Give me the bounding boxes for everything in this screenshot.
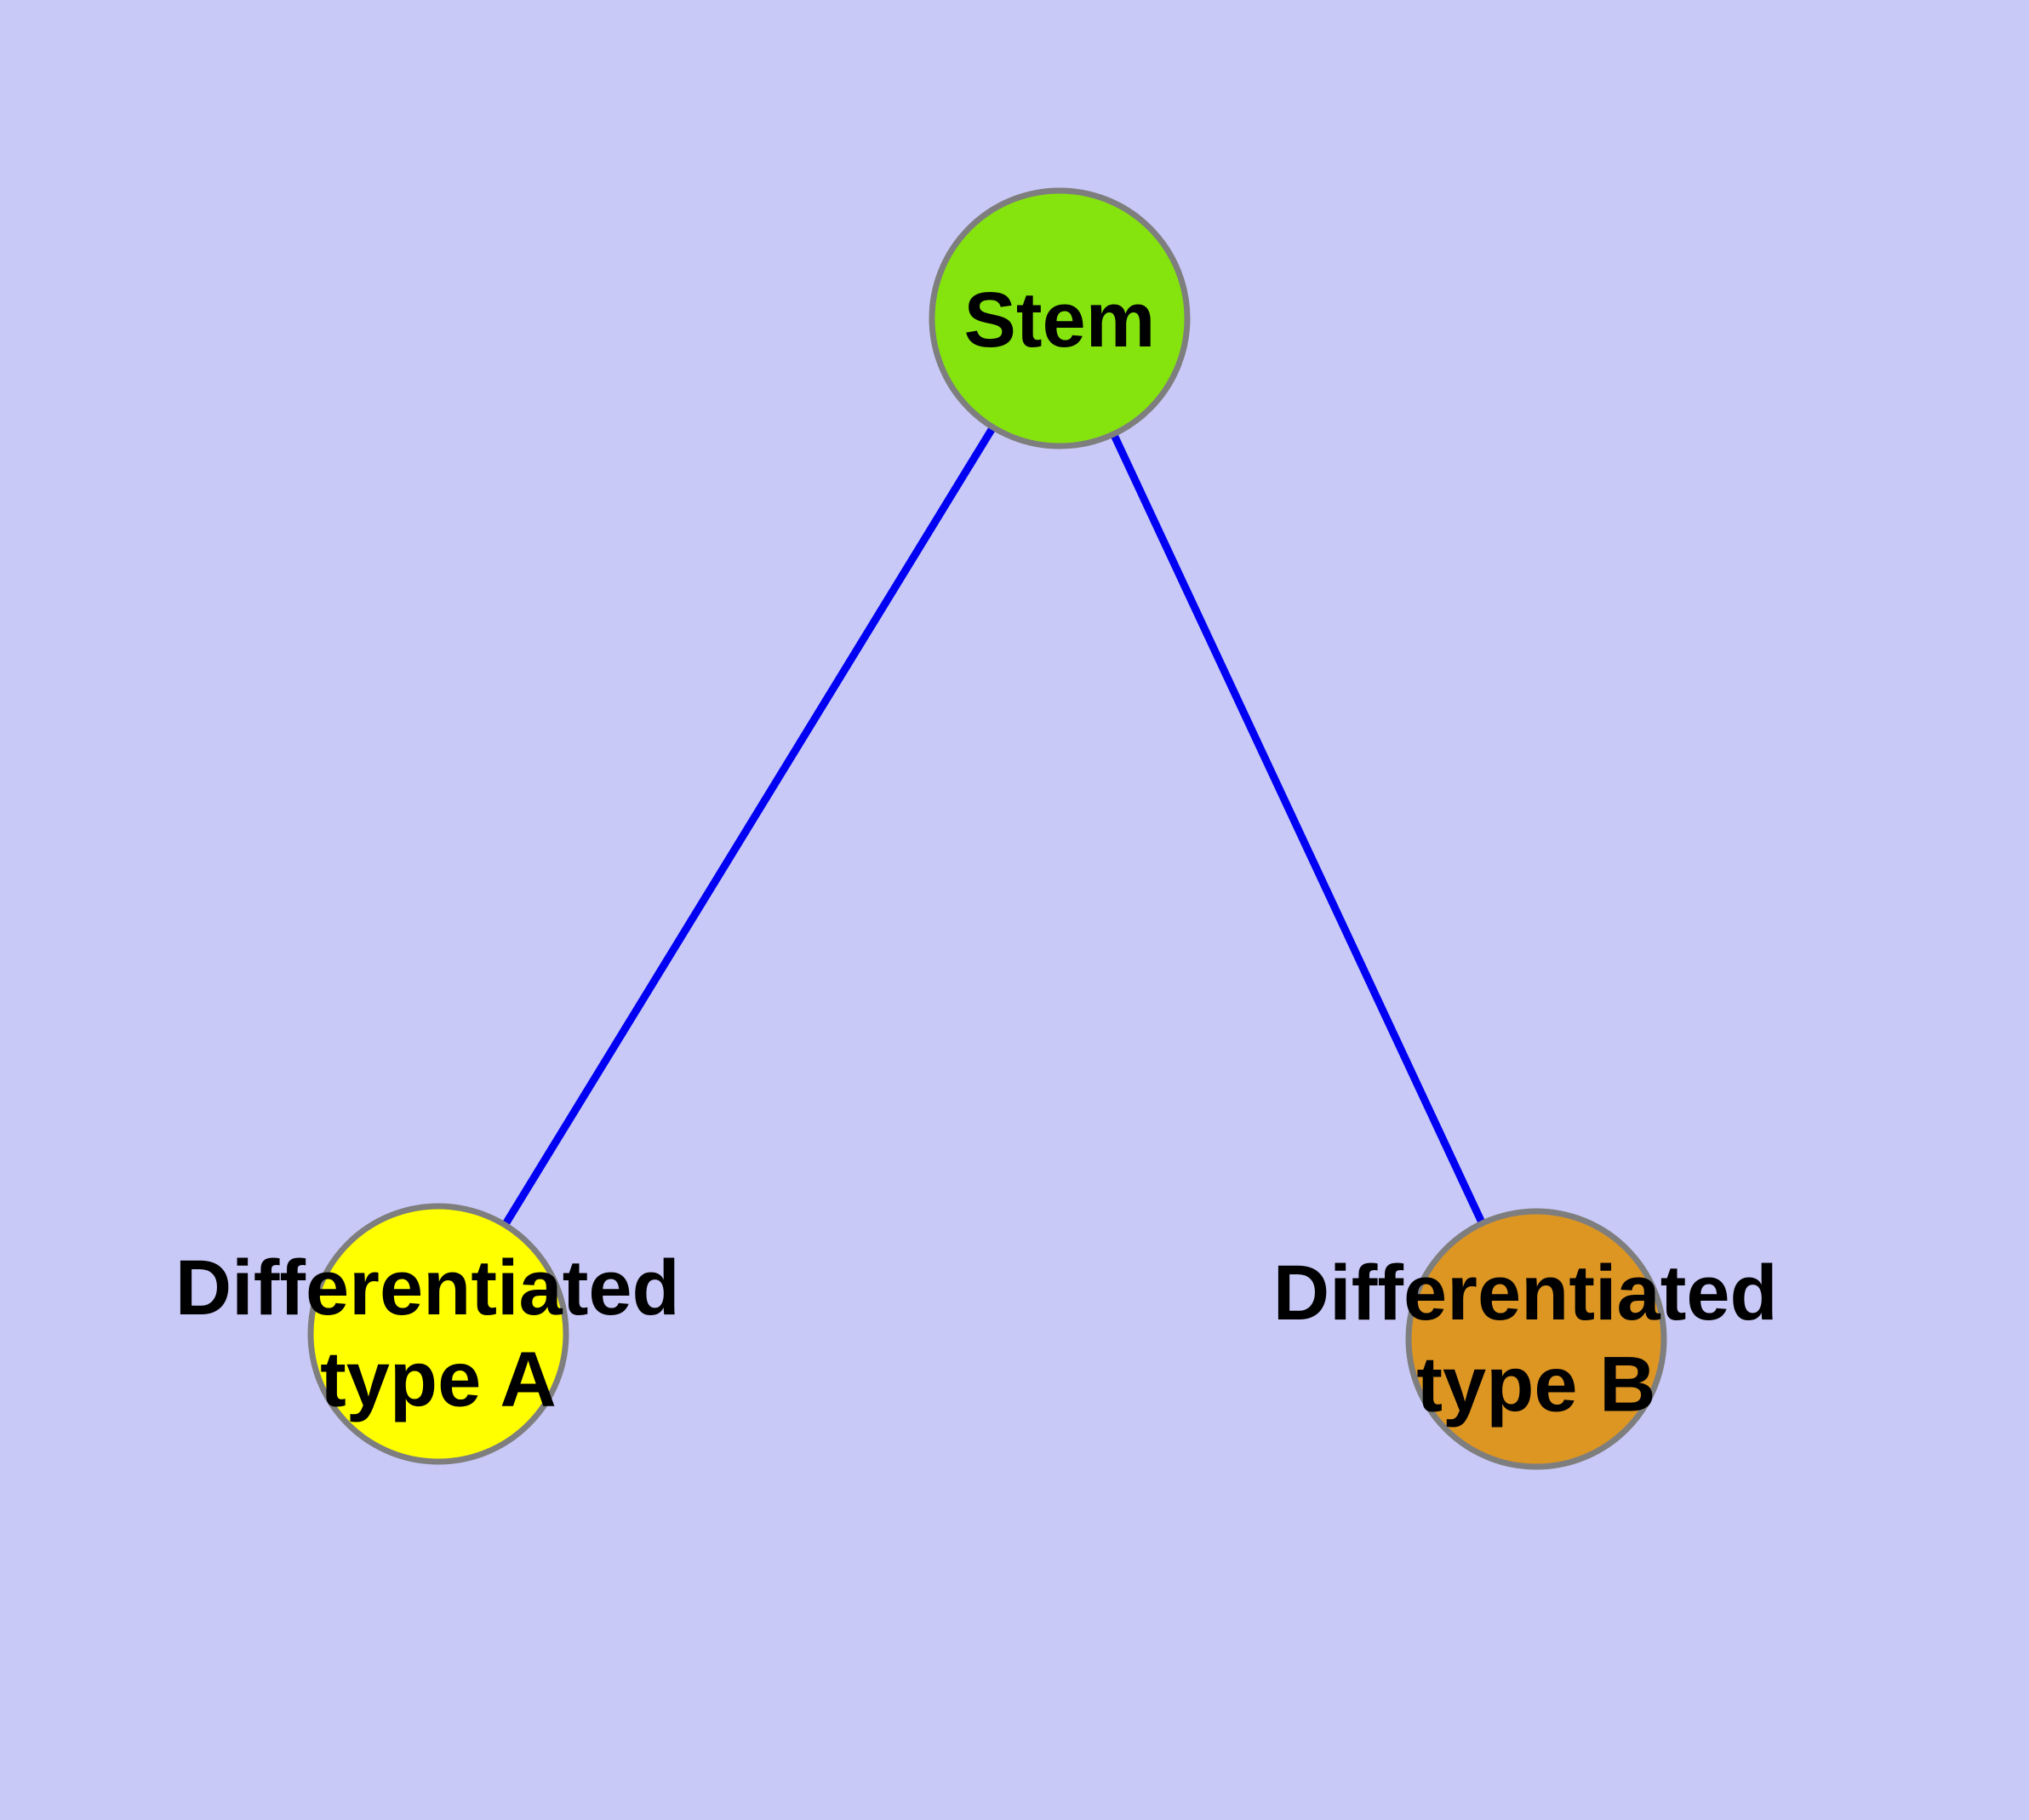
node-differentiated-type-b-label-line2: type B xyxy=(1416,1342,1655,1428)
node-differentiated-type-a[interactable] xyxy=(307,1203,569,1465)
node-stem[interactable] xyxy=(929,187,1191,449)
node-differentiated-type-a-label-line1: Differentiated xyxy=(175,1245,680,1331)
node-differentiated-type-b[interactable] xyxy=(1405,1208,1667,1470)
edge-stem-to-type-b xyxy=(1055,317,1540,1341)
node-differentiated-type-a-label: Differentiated type A xyxy=(175,1245,702,1423)
node-stem-label-line1: Stem xyxy=(964,277,1156,363)
node-differentiated-type-a-label-line2: type A xyxy=(320,1336,557,1423)
node-differentiated-type-b-label: Differentiated type B xyxy=(1273,1250,1800,1428)
node-stem-label: Stem xyxy=(964,277,1156,363)
node-differentiated-type-b-label-line1: Differentiated xyxy=(1273,1250,1778,1336)
edge-stem-to-type-a xyxy=(435,316,1063,1336)
